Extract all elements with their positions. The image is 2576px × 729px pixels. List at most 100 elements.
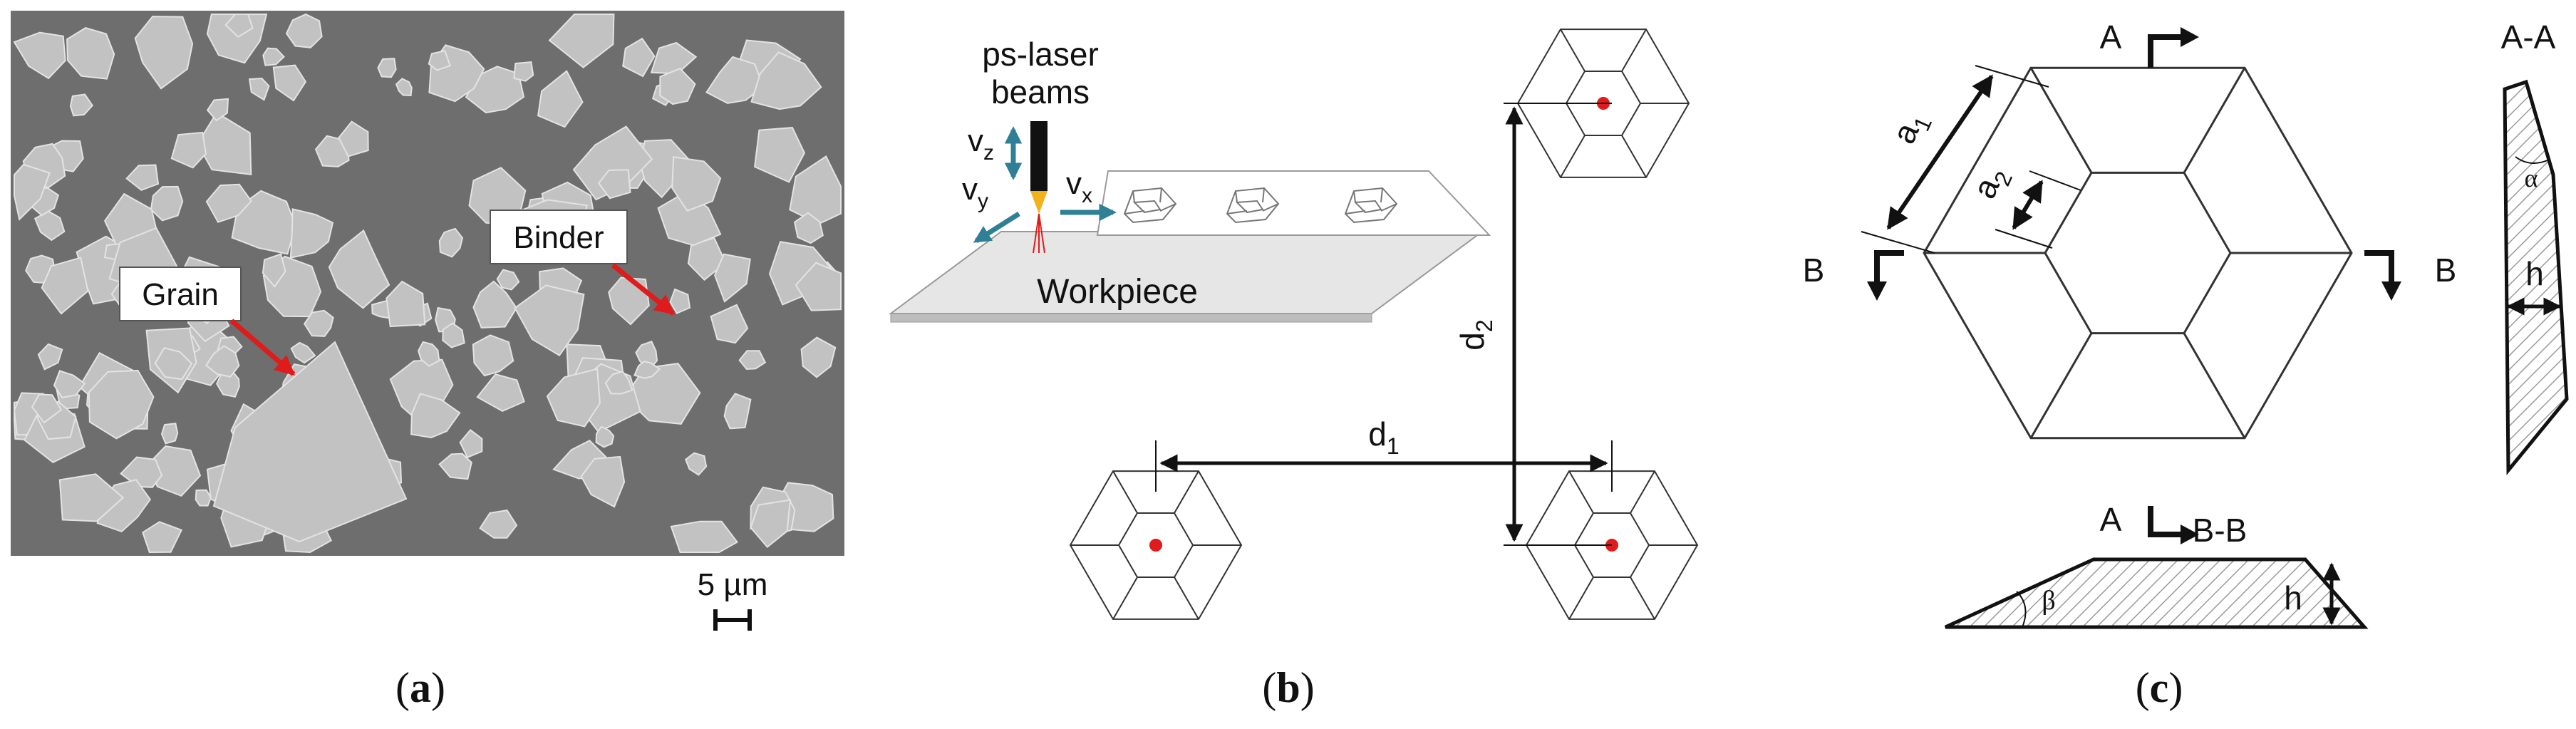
grain [150,185,184,222]
d1-label: d1 [1368,415,1399,459]
beta-label: β [2042,586,2055,616]
grain [88,369,155,440]
hex-spoke [1630,470,1655,514]
grain [31,393,63,424]
grain-label-box [119,267,242,321]
machined-patterns [1123,187,1398,224]
grain [262,47,285,66]
hex-spoke [2029,332,2093,439]
panel-c: a1 a2 A A B B A-A [1803,19,2569,711]
view-aa-profile: α h [2503,79,2569,475]
vy-arrow [973,212,1020,243]
grain [205,345,240,378]
svg-text:A: A [2100,501,2122,538]
grain [650,41,698,75]
grain [514,284,585,357]
grain [41,257,89,315]
d2-dimension: d2 [1454,103,1612,546]
hex-spoke [1568,577,1594,620]
grain [438,227,464,258]
vy-label: vy [962,172,988,213]
grain [738,350,767,370]
beam-label-line1: ps-laser [982,36,1099,73]
caption-b: (b) [1262,664,1314,711]
grain [476,373,525,413]
grain [248,77,270,101]
grain [272,64,307,102]
grain [13,31,66,80]
grain [410,393,461,439]
grain [537,70,584,128]
grain [659,68,696,105]
grain [595,425,615,448]
grain [793,212,824,244]
grain [546,368,601,428]
grain [789,155,842,225]
grain [428,50,451,71]
scale-bar-label: 5 µm [698,567,768,602]
grain [608,276,650,326]
binder-label: Binder [513,220,604,255]
panel-b: ps-laser beams Workpiece vz [888,29,1699,711]
sem-grains [13,13,842,554]
view-bb-label: B-B [2193,512,2247,549]
grain [750,499,792,548]
grain [548,14,615,68]
alpha-label: α [2525,164,2538,192]
grain [195,489,212,507]
grain [723,393,752,430]
hex-spoke [2183,332,2246,439]
grain [800,336,837,378]
binder-label-box [490,210,628,264]
hex-spoke [1112,577,1138,620]
grain [442,322,465,348]
grain [154,347,193,381]
grain [212,341,408,543]
grain [472,334,514,377]
workpiece-label: Workpiece [1037,273,1198,311]
grain [289,208,334,259]
grain [206,98,229,122]
grain [66,27,115,80]
view-aa-label: A-A [2501,19,2556,56]
grain [438,453,472,480]
laser-head [1030,121,1048,254]
a1-label: a1 [1885,105,1937,151]
d2-label: d2 [1454,319,1497,350]
grain [597,169,631,200]
hex-spoke [2183,67,2246,174]
grain [69,93,93,117]
hex-spoke [1621,135,1647,178]
grain [465,66,525,114]
hex-spoke [2029,67,2093,174]
grain [14,163,51,221]
grain [604,371,633,395]
hex-geometry [1923,66,2353,440]
grain [633,361,661,379]
grain [622,37,656,78]
grain [147,445,202,497]
h-label-aa: h [2525,255,2544,292]
grain [496,269,520,291]
d1-dimension: d1 [1155,415,1613,492]
grain-label: Grain [142,277,219,312]
hex-spoke [1112,470,1138,514]
grain [472,280,517,329]
svg-text:A: A [2100,19,2122,56]
grain [671,156,722,212]
hex-spoke [1174,577,1199,620]
hex-spoke [1560,29,1586,72]
section-mark-b-right: B [2364,250,2457,301]
section-mark-a-top: A [2100,19,2199,68]
svg-text:B: B [2435,252,2457,289]
grain [513,61,534,82]
grain [580,455,626,508]
h-label-bb: h [2284,579,2302,616]
hex-pattern-bottom-left [1069,470,1243,620]
grain [142,521,183,554]
grain [710,304,749,344]
grain [262,253,286,288]
grain [338,120,369,157]
panel-a: Grain Binder 5 µm (a) [11,11,844,711]
